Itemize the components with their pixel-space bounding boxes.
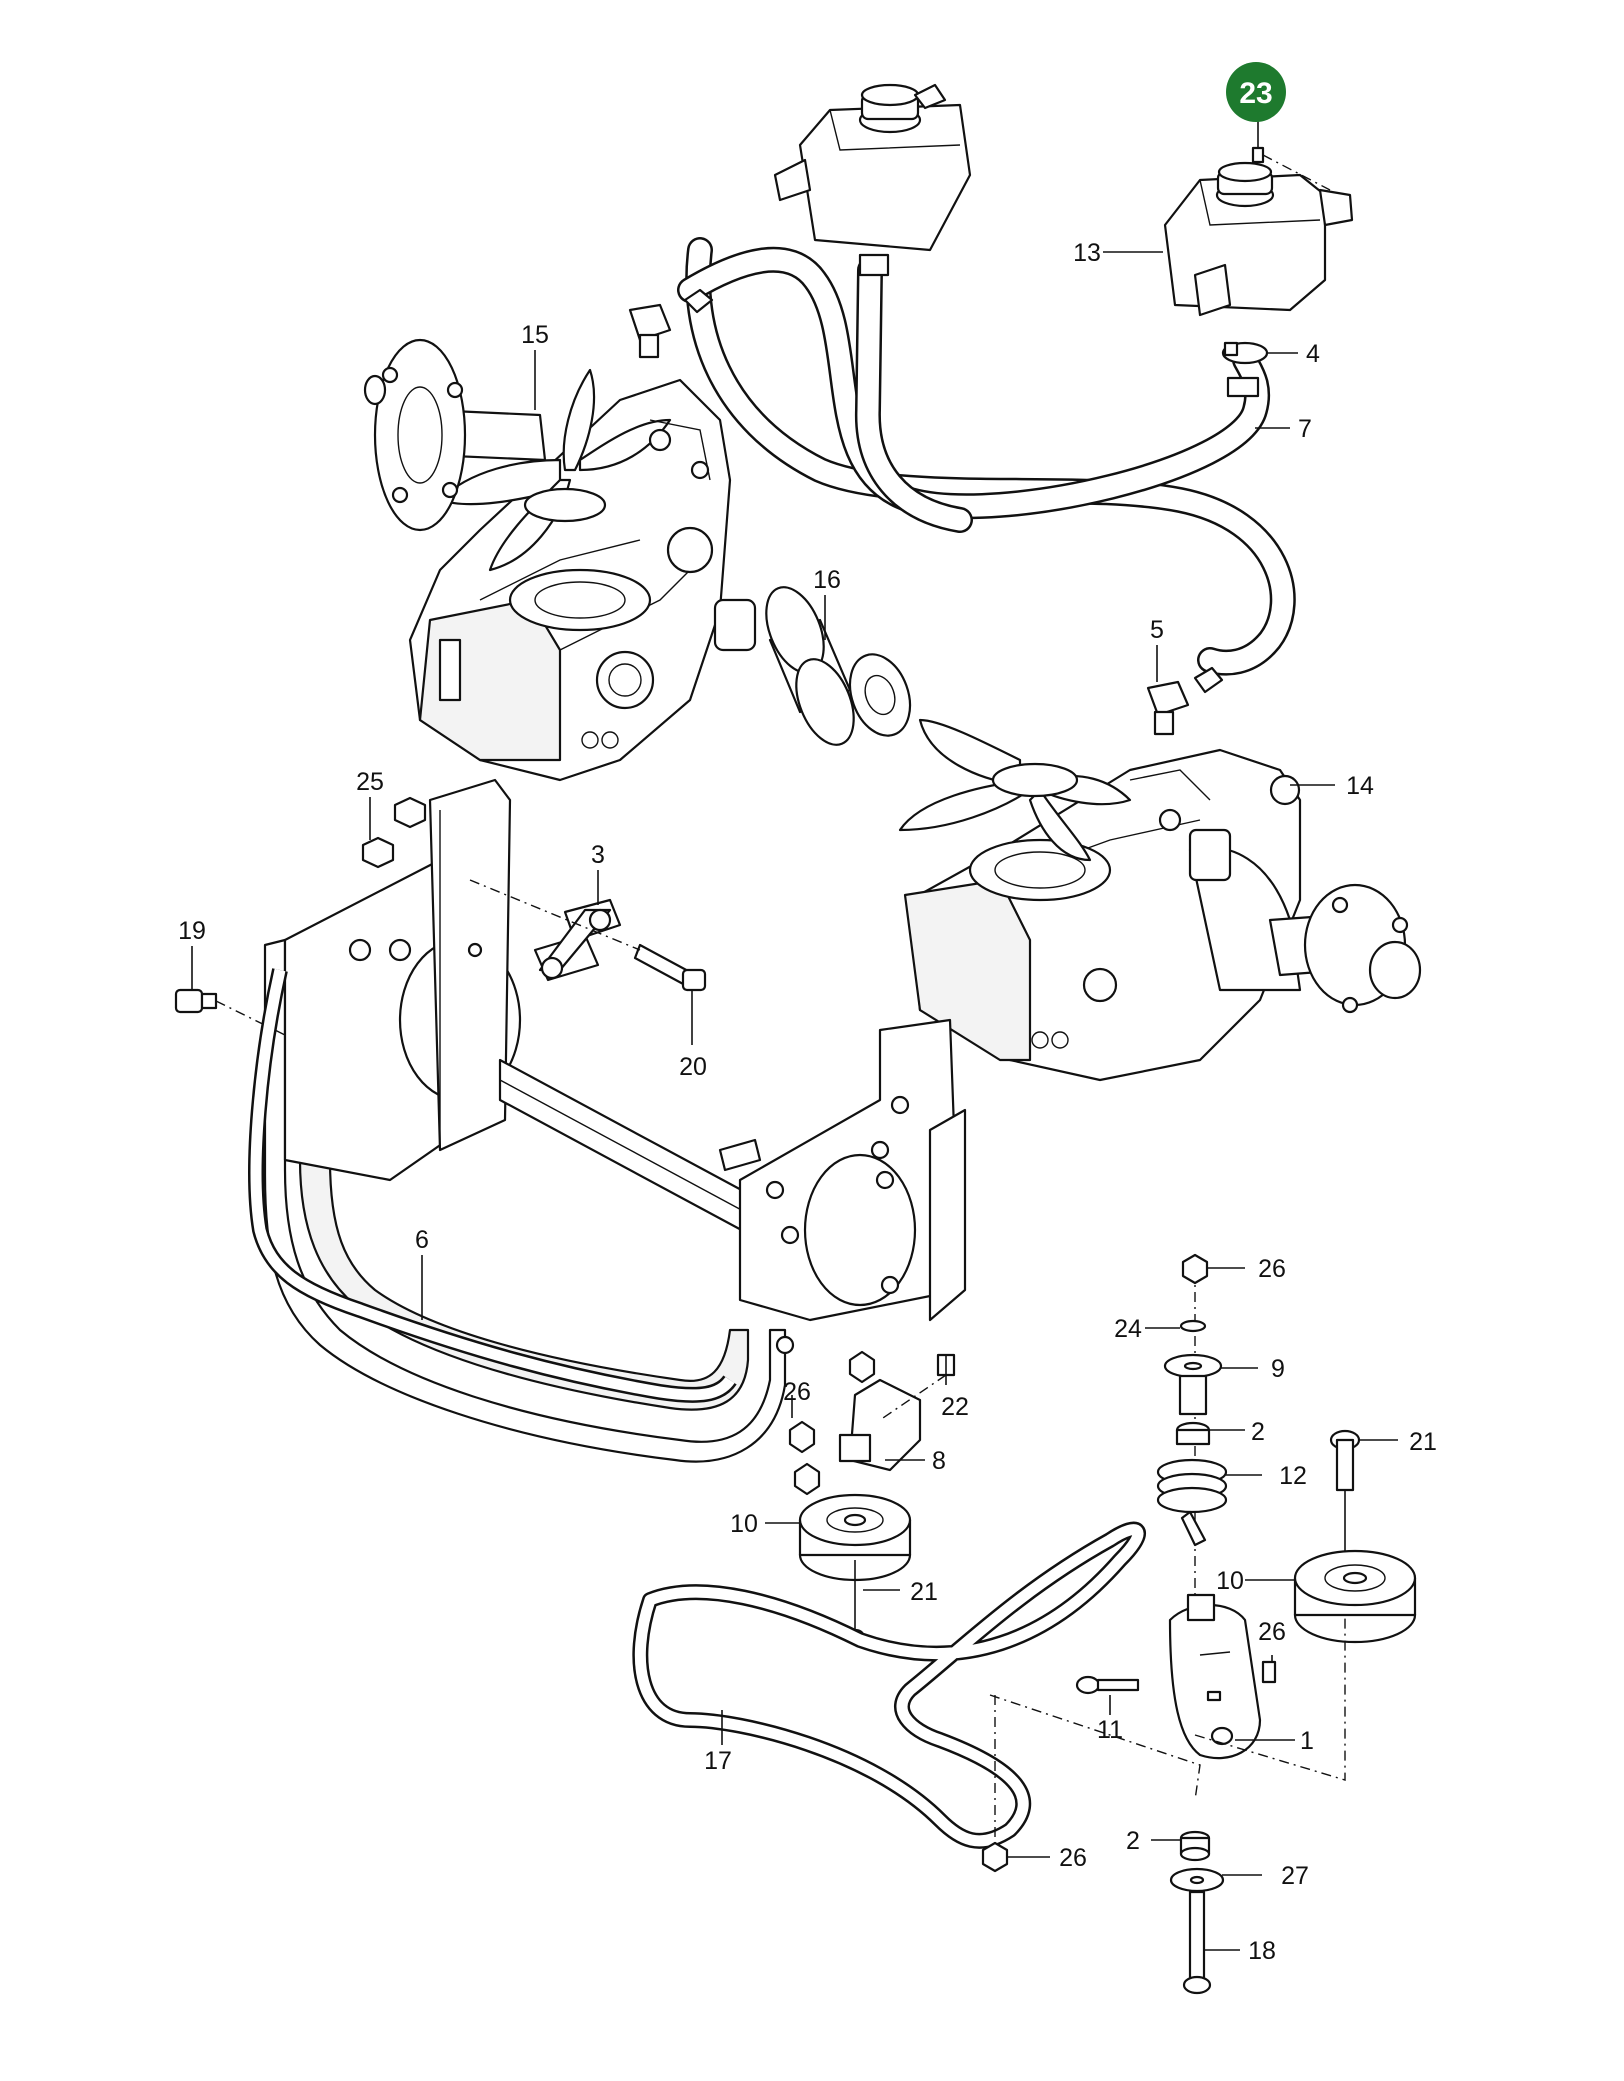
callout-20[interactable]: 20 xyxy=(679,1053,707,1081)
callout-6[interactable]: 6 xyxy=(415,1226,429,1254)
pulley-10-left xyxy=(798,1493,912,1642)
callout-10-left[interactable]: 10 xyxy=(730,1510,758,1538)
bolt-21-right xyxy=(1329,1429,1361,1560)
callout-10-right[interactable]: 10 xyxy=(1216,1567,1244,1595)
callout-26-bracket[interactable]: 26 xyxy=(783,1378,811,1406)
bolt-19 xyxy=(174,988,286,1036)
axis-pulley-left xyxy=(989,1694,1201,1801)
callout-12[interactable]: 12 xyxy=(1279,1462,1307,1490)
transmission-14 xyxy=(898,718,1422,1082)
callout-1[interactable]: 1 xyxy=(1300,1727,1314,1755)
callout-14[interactable]: 14 xyxy=(1346,772,1374,800)
callout-17[interactable]: 17 xyxy=(704,1747,732,1775)
callout-8[interactable]: 8 xyxy=(932,1447,946,1475)
bolt-20 xyxy=(469,879,707,992)
callout-19[interactable]: 19 xyxy=(178,917,206,945)
callout-4[interactable]: 4 xyxy=(1306,340,1320,368)
nut-26-bottom xyxy=(981,1841,1009,1873)
link-3 xyxy=(533,898,622,982)
leader-lines xyxy=(191,118,1398,1951)
elbow-fitting-upper xyxy=(628,288,714,359)
callout-3[interactable]: 3 xyxy=(591,841,605,869)
callout-21-right[interactable]: 21 xyxy=(1409,1428,1437,1456)
belt-17 xyxy=(632,1521,1146,1849)
callout-7[interactable]: 7 xyxy=(1298,415,1312,443)
arm-1 xyxy=(1168,1593,1262,1760)
axis-pulley-right xyxy=(1194,1615,1346,1781)
transmission-15 xyxy=(363,338,757,782)
callout-24[interactable]: 24 xyxy=(1114,1315,1142,1343)
callout-22[interactable]: 22 xyxy=(941,1393,969,1421)
idler-bracket-8 xyxy=(788,1350,956,1496)
nut-26-arm xyxy=(1261,1660,1277,1684)
callout-2-bottom[interactable]: 2 xyxy=(1126,1827,1140,1855)
callout-5[interactable]: 5 xyxy=(1150,616,1164,644)
hose-7 xyxy=(677,246,1271,520)
hose-end xyxy=(1226,376,1260,398)
bolt-11 xyxy=(1075,1675,1140,1695)
washer-24 xyxy=(1179,1319,1207,1333)
callout-labels: 13 4 7 15 16 5 14 25 3 19 20 6 26 24 9 2… xyxy=(178,239,1437,1965)
bushing-2-top xyxy=(1175,1421,1211,1446)
callout-21-left[interactable]: 21 xyxy=(910,1578,938,1606)
reservoir-left xyxy=(773,83,972,277)
reservoir-13 xyxy=(1163,146,1354,317)
callout-27[interactable]: 27 xyxy=(1281,1862,1309,1890)
callout-25[interactable]: 25 xyxy=(356,768,384,796)
callout-9[interactable]: 9 xyxy=(1271,1355,1285,1383)
callout-15[interactable]: 15 xyxy=(521,321,549,349)
callout-26-arm[interactable]: 26 xyxy=(1258,1618,1286,1646)
spacer-9 xyxy=(1163,1353,1223,1416)
callout-2-top[interactable]: 2 xyxy=(1251,1418,1265,1446)
hose-short xyxy=(854,257,973,533)
badge-label: 23 xyxy=(1239,77,1272,110)
highlight-badge-23[interactable]: 23 xyxy=(1226,62,1286,122)
washer-27 xyxy=(1169,1867,1225,1893)
elbow-fitting-5 xyxy=(1146,666,1224,736)
callout-18[interactable]: 18 xyxy=(1248,1937,1276,1965)
frame-bracket xyxy=(263,778,967,1463)
nut-26-top xyxy=(1181,1253,1209,1285)
pulley-10-right xyxy=(1293,1549,1417,1644)
bolt-18 xyxy=(1182,1890,1212,1995)
callout-11[interactable]: 11 xyxy=(1097,1716,1123,1744)
bushing-2-bottom xyxy=(1179,1830,1211,1862)
belt-6 xyxy=(248,968,737,1403)
filter-16 xyxy=(765,586,912,746)
callout-26-top[interactable]: 26 xyxy=(1258,1255,1286,1283)
callout-26-bottom[interactable]: 26 xyxy=(1059,1844,1087,1872)
callout-13[interactable]: 13 xyxy=(1073,239,1101,267)
callout-16[interactable]: 16 xyxy=(813,566,841,594)
nut-25 xyxy=(361,796,427,869)
spring-12 xyxy=(1156,1458,1228,1547)
hose-clamp-4 xyxy=(1221,341,1269,365)
